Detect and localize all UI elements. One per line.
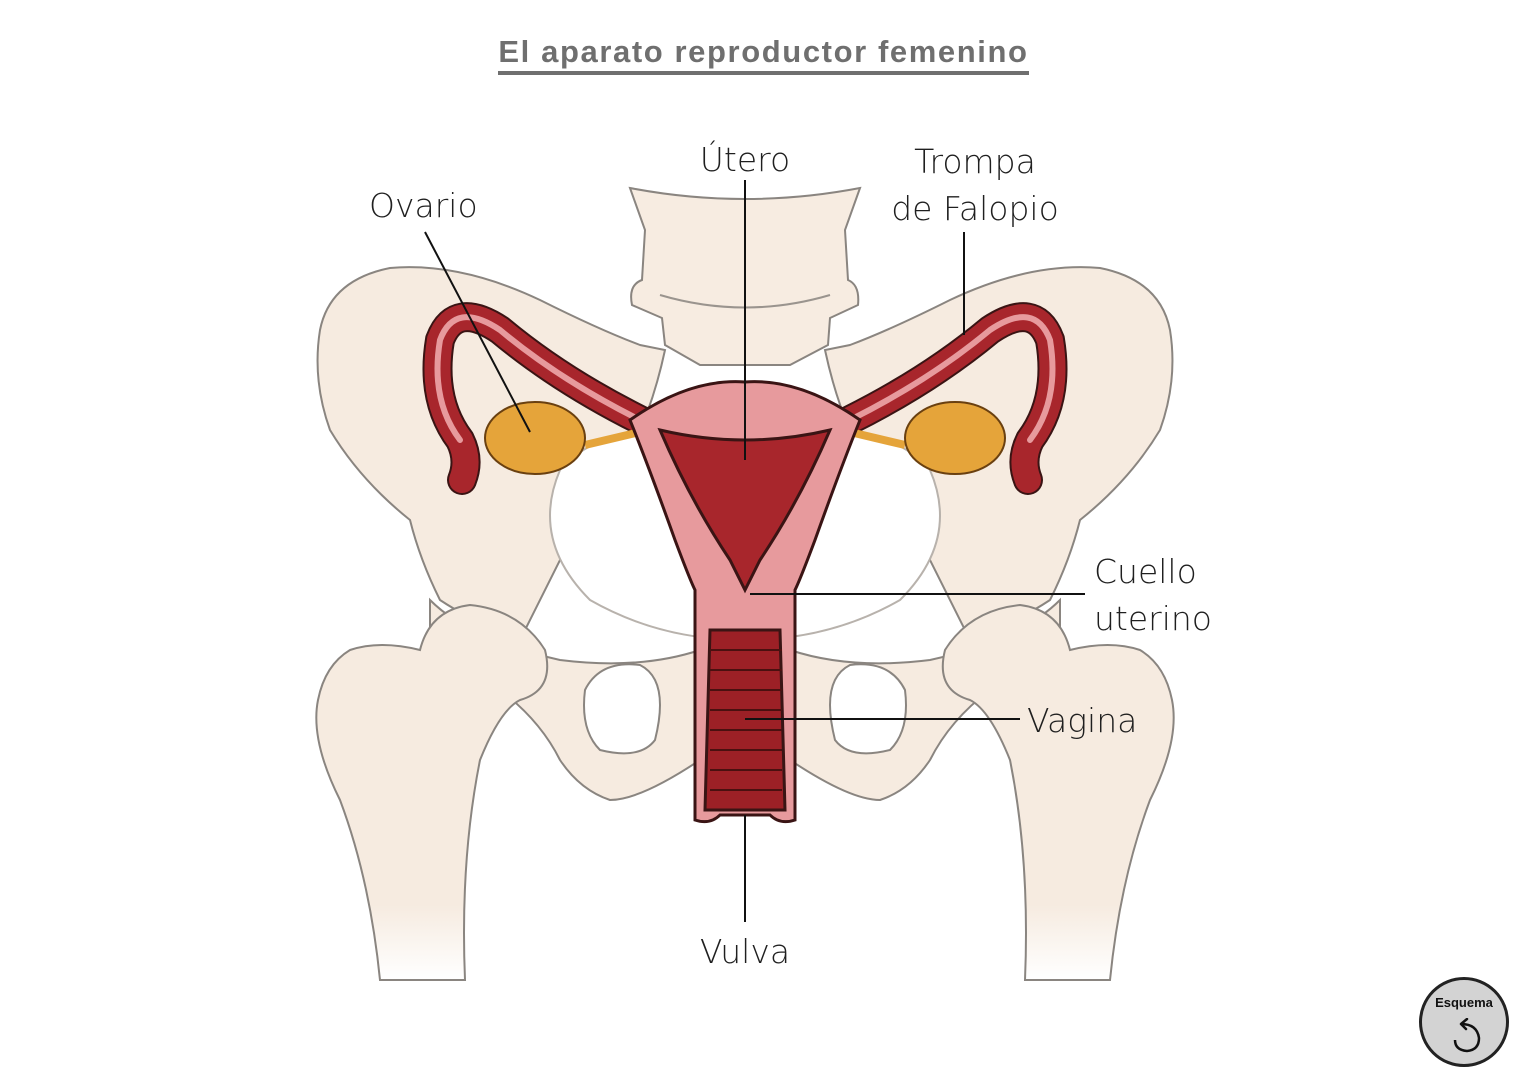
label-vagina: Vagina — [1027, 701, 1138, 740]
title-text: El aparato reproductor femenino — [498, 34, 1029, 75]
esquema-button[interactable]: Esquema — [1419, 977, 1509, 1067]
label-cuello-uterino: Cuello uterino — [1094, 548, 1212, 642]
label-utero: Útero — [699, 140, 791, 179]
right-obturator — [829, 663, 907, 755]
esquema-label: Esquema — [1435, 995, 1493, 1010]
fallopian-tubes — [422, 302, 1068, 495]
left-obturator — [583, 663, 661, 755]
label-vulva: Vulva — [699, 932, 791, 971]
page-title: El aparato reproductor femenino — [0, 34, 1527, 75]
right-femur — [941, 603, 1175, 981]
uterus — [628, 380, 862, 824]
ovaries — [484, 401, 1006, 475]
label-trompa-line1: Trompa — [914, 142, 1036, 181]
rotate-ccw-icon — [1453, 1018, 1481, 1053]
label-cuello-line2: uterino — [1094, 599, 1212, 638]
left-femur — [315, 603, 549, 981]
leader-lines — [424, 180, 1085, 922]
label-cuello-line1: Cuello — [1094, 552, 1197, 591]
label-trompa: Trompa de Falopio — [870, 138, 1080, 232]
label-trompa-line2: de Falopio — [891, 189, 1059, 228]
label-ovario: Ovario — [369, 186, 478, 225]
